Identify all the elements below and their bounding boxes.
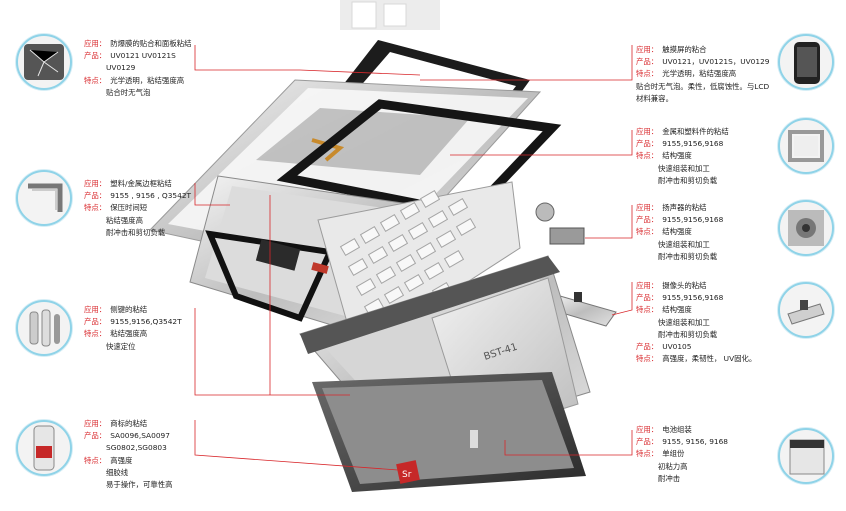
callout-leader-lines xyxy=(194,45,633,471)
callout-screen-protector: 应用：防爆膜的贴合和面板粘结 产品：UV0121 UV0121S UV0129 … xyxy=(84,39,192,97)
callout-metal-plastic: 应用：金属和塑料件的粘结 产品：9155,9156,9168 特点：结构强度 快… xyxy=(636,127,729,185)
cracked-screen-icon xyxy=(16,34,72,90)
frame-corner-icon xyxy=(16,170,72,226)
callout-logo-bonding: 应用：商标的粘结 产品：SA0096,SA0097 SG0802,SG0803 … xyxy=(84,419,173,490)
back-cover-layer xyxy=(312,372,586,492)
callout-speaker: 应用：扬声器的粘结 产品：9155,9156,9168 特点：结构强度 快速组装… xyxy=(636,203,724,261)
callout-camera: 应用：摄像头的粘结 产品：9155,9156,9168 特点：结构强度 快速组装… xyxy=(636,281,757,364)
callout-side-keys: 应用：侧键的粘结 产品：9155,9156,Q3542T 特点：粘结强度高 快速… xyxy=(84,305,182,351)
speaker-icon xyxy=(778,200,834,256)
battery-pack-icon xyxy=(778,428,834,484)
speaker-part xyxy=(535,202,585,245)
callout-frame-bonding: 应用：塑料/金属边框粘结 产品：9155 , 9156 , Q3542T 特点：… xyxy=(84,179,192,237)
metal-frame-icon xyxy=(778,118,834,174)
lower-gasket xyxy=(205,230,335,322)
side-keys-icon xyxy=(16,300,72,356)
brand-tag: Sr xyxy=(396,460,420,484)
logo-badge-icon xyxy=(16,420,72,476)
callout-touchscreen: 应用：触摸屏的粘合 产品：UV0121，UV0121S，UV0129 特点：光学… xyxy=(636,45,770,103)
touch-phone-icon xyxy=(778,34,834,90)
camera-module-icon xyxy=(778,282,834,338)
callout-battery: 应用：电池组装 产品：9155, 9156, 9168 特点：单组份 初粘力高 … xyxy=(636,425,729,483)
svg-text:Sr: Sr xyxy=(402,470,412,480)
keypad-layer xyxy=(255,181,521,355)
